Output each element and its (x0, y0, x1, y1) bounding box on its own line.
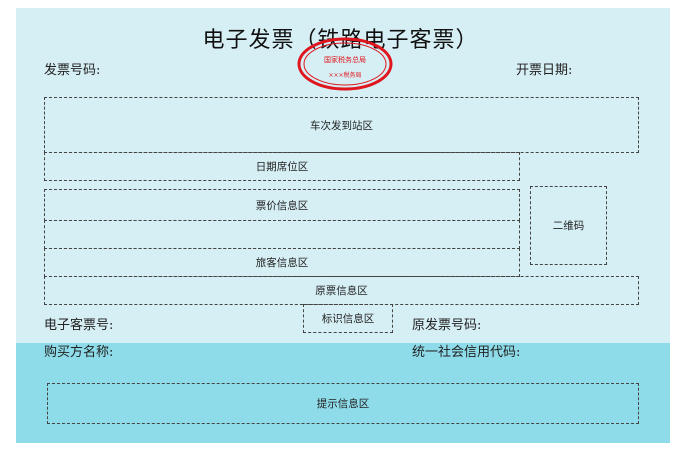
blank-zone (44, 220, 520, 249)
buyer-band (16, 343, 670, 443)
train-stations-zone-label: 车次发到站区 (310, 119, 373, 132)
e-ticket-number-label: 电子客票号: (44, 318, 114, 333)
train-stations-zone: 车次发到站区 (44, 97, 639, 153)
fare-info-zone: 票价信息区 (44, 189, 520, 221)
notice-zone: 提示信息区 (47, 383, 639, 424)
identification-zone-label: 标识信息区 (321, 313, 375, 325)
credit-code-label: 统一社会信用代码: (412, 345, 521, 360)
identification-zone: 标识信息区 (303, 304, 393, 333)
qr-code-zone-label: 二维码 (552, 220, 585, 232)
issue-date-label: 开票日期: (516, 63, 573, 78)
original-ticket-zone: 原票信息区 (44, 276, 639, 305)
date-seat-zone-label: 日期席位区 (255, 161, 309, 173)
passenger-info-zone-label: 旅客信息区 (255, 257, 309, 269)
passenger-info-zone: 旅客信息区 (44, 248, 520, 277)
svg-text:×××税务局: ×××税务局 (328, 71, 361, 79)
original-ticket-zone-label: 原票信息区 (315, 285, 368, 297)
qr-code-zone: 二维码 (530, 186, 607, 265)
fare-info-zone-label: 票价信息区 (255, 199, 309, 212)
official-seal-stamp: 国家税务总局 ×××税务局 (297, 37, 393, 91)
buyer-name-label: 购买方名称: (44, 345, 114, 360)
notice-zone-label: 提示信息区 (316, 398, 370, 410)
invoice-number-label: 发票号码: (44, 63, 101, 78)
original-invoice-number-label: 原发票号码: (412, 318, 482, 333)
date-seat-zone: 日期席位区 (44, 152, 520, 181)
svg-text:国家税务总局: 国家税务总局 (324, 55, 366, 64)
